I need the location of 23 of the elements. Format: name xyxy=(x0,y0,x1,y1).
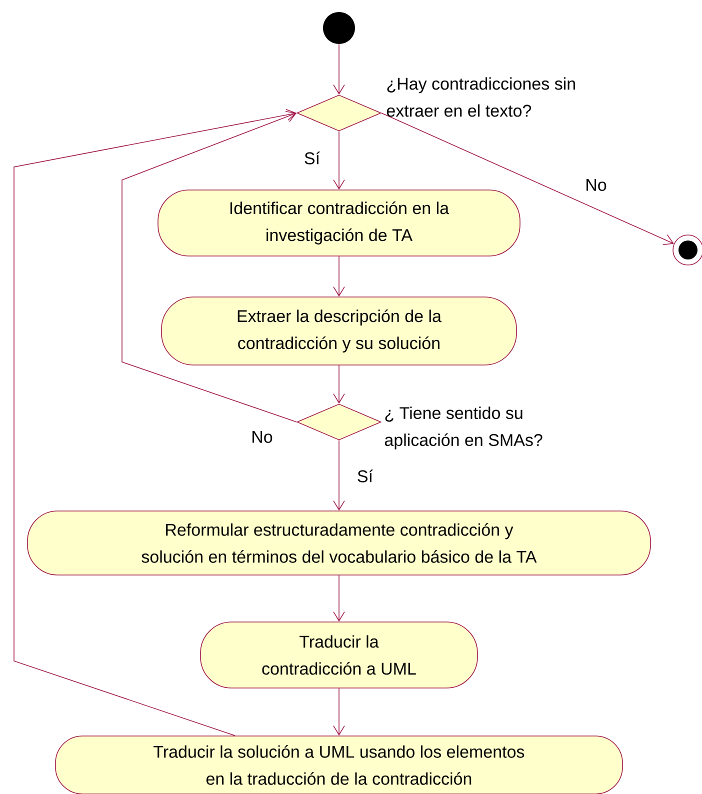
arrow xyxy=(333,688,345,736)
arrow xyxy=(333,440,345,511)
edge-label: Sí xyxy=(302,150,322,166)
edge-label: Sí xyxy=(355,468,375,484)
action-box: Extraer la descripción de la contradicción y su solución xyxy=(161,296,517,366)
arrow xyxy=(333,365,345,404)
arrow xyxy=(122,110,297,422)
action-box: Reformular estructuradamente contradicción y solución en términos del vocabulario básico de la TA xyxy=(27,510,651,576)
final-node xyxy=(672,234,702,266)
arrow xyxy=(381,112,674,246)
arrow xyxy=(333,256,345,297)
action-box: Identificar contradicción en la investigación de TA xyxy=(158,190,520,256)
edge-label: No xyxy=(250,430,274,444)
edge-label: No xyxy=(584,178,608,192)
action-box: Traducir la contradicción a UML xyxy=(200,622,478,688)
arrow xyxy=(14,109,297,736)
arrow xyxy=(333,575,345,622)
condition-text: ¿ Tiene sentido su aplicación en SMAs? xyxy=(384,406,542,450)
arrow xyxy=(333,44,345,95)
action-box: Traducir la solución a UML usando los elementos en la traducción de la contradicción xyxy=(55,736,623,794)
initial-node xyxy=(323,12,355,44)
arrow xyxy=(333,130,345,190)
condition-text: ¿Hay contradicciones sin extraer en el texto? xyxy=(386,77,575,117)
